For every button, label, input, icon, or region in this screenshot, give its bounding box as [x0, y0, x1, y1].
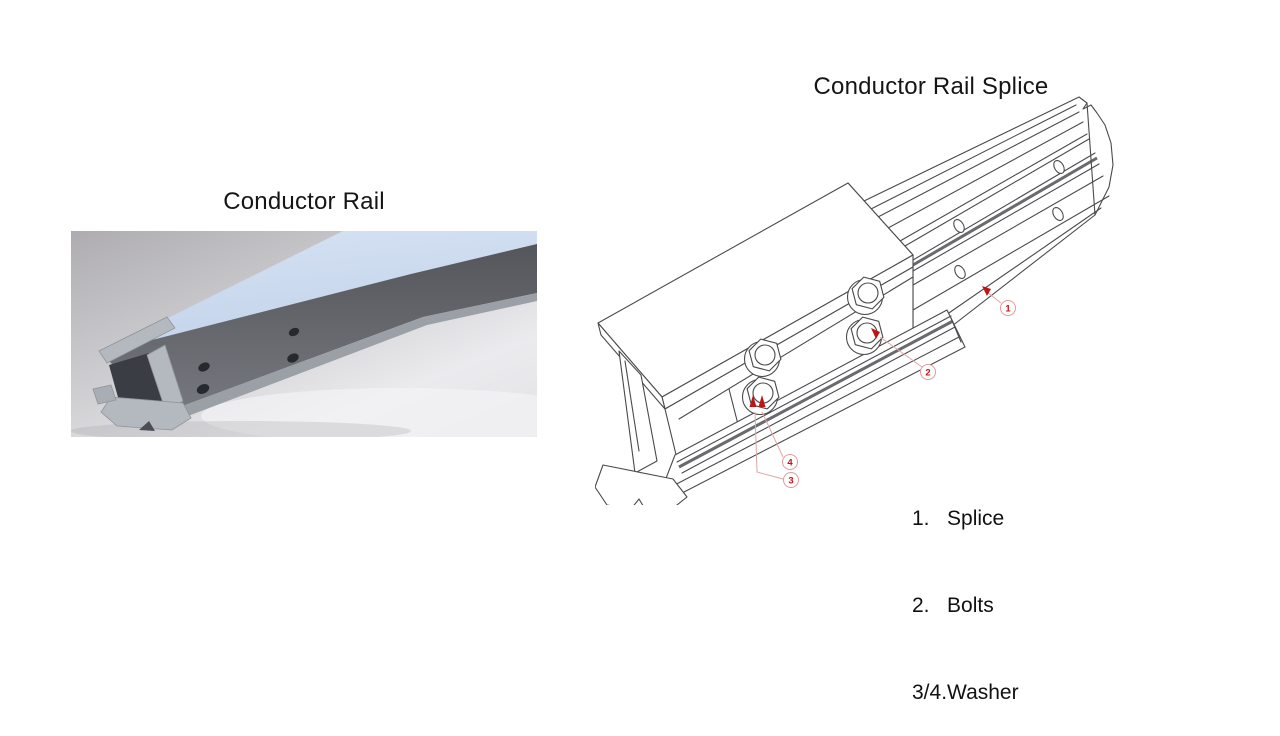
callout-2-marker: 2 — [871, 328, 936, 380]
callout-4-marker: 4 — [758, 395, 798, 470]
callout-4-number: 4 — [787, 458, 793, 469]
rail-foot-strip — [655, 309, 966, 505]
callout-2-number: 2 — [925, 368, 930, 379]
bolt-3 — [743, 338, 782, 378]
callout-3-marker: 3 — [749, 395, 799, 488]
callout-1-number: 1 — [1005, 304, 1011, 315]
bolt-1 — [846, 276, 885, 316]
parts-legend: 1. Splice 2. Bolts 3/4.Washer — [912, 446, 1019, 736]
rail-cross-section — [92, 316, 192, 431]
bolt-2 — [845, 316, 884, 356]
rail-contact-groove-left — [678, 319, 954, 469]
conductor-rail-splice-drawing: 1 2 4 3 — [595, 96, 1114, 505]
right-figure-title: Conductor Rail Splice — [813, 73, 1049, 100]
rail-side-holes — [196, 327, 300, 394]
splice-bolts — [741, 276, 885, 416]
conductor-rail-photo — [71, 231, 537, 437]
left-figure-title: Conductor Rail — [223, 188, 385, 215]
rail-contact-groove-right — [912, 156, 1098, 267]
callout-1-marker: 1 — [982, 286, 1016, 316]
rail-side-web — [101, 244, 537, 411]
legend-item-splice: 1. Splice — [912, 507, 1005, 530]
photo-floor-highlight — [201, 388, 537, 437]
rail-bottom-flange — [169, 293, 537, 421]
rail-top-surface — [101, 231, 537, 353]
legend-item-bolts: 2. Bolts — [912, 594, 994, 617]
left-rail-cross-section — [595, 322, 688, 505]
legend-item-washer: 3/4.Washer — [912, 681, 1019, 704]
callout-3-number: 3 — [788, 476, 793, 487]
rail-bolt-holes — [953, 159, 1065, 280]
